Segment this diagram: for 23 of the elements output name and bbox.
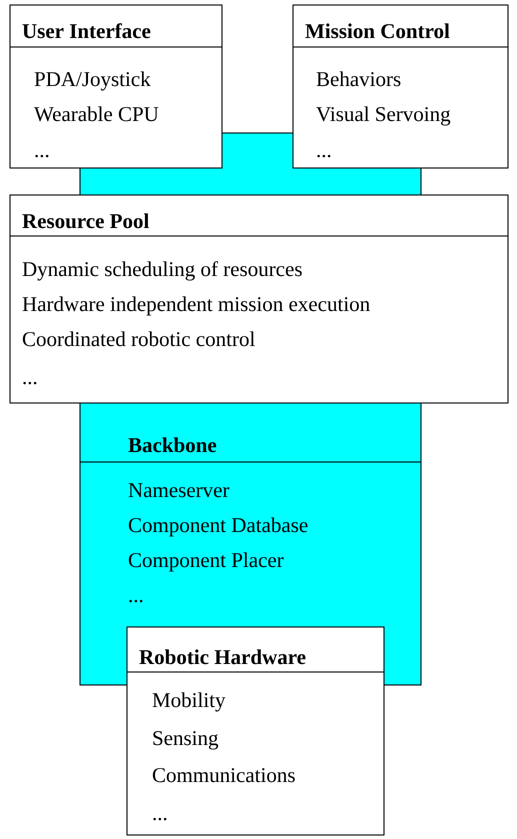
panel-heading: User Interface [22, 23, 150, 38]
list-item: ... [153, 818, 166, 820]
panel-heading: Backbone [128, 437, 216, 452]
list-item: Dynamic scheduling of resources [22, 261, 302, 281]
list-item: Wearable CPU [34, 106, 158, 122]
list-item: ... [129, 600, 142, 602]
panel-heading: Resource Pool [22, 213, 149, 228]
list-item: Component Database [128, 517, 308, 536]
list-item: Communications [152, 768, 295, 782]
list-item: ... [317, 154, 330, 158]
panel-heading: Robotic Hardware [139, 649, 306, 664]
list-item: Component Placer [128, 552, 284, 572]
list-item: Hardware independent mission execution [22, 296, 370, 316]
list-item: ... [35, 154, 48, 158]
list-item: Nameserver [128, 483, 230, 498]
list-item: Coordinated robotic control [22, 331, 255, 346]
list-item: Mobility [152, 692, 226, 712]
list-item: PDA/Joystick [34, 71, 151, 91]
list-item: Visual Servoing [316, 106, 450, 126]
list-item: ... [23, 382, 36, 384]
list-item: Behaviors [316, 71, 400, 86]
panel-heading: Mission Control [305, 23, 450, 38]
list-item: Sensing [153, 731, 218, 750]
